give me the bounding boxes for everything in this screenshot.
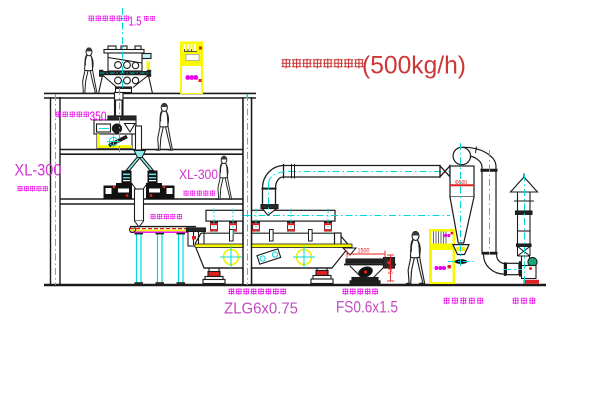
svg-text:350: 350: [90, 110, 107, 124]
svg-text:1500: 1500: [358, 249, 371, 255]
svg-text:FS0.6x1.5: FS0.6x1.5: [336, 299, 398, 317]
svg-text:ZLG6x0.75: ZLG6x0.75: [224, 301, 298, 318]
svg-text:XL-300: XL-300: [15, 161, 62, 180]
svg-text:(500kg/h): (500kg/h): [362, 52, 466, 80]
svg-text:545: 545: [389, 264, 395, 274]
svg-text:XL-300: XL-300: [179, 166, 218, 182]
svg-text:1.5: 1.5: [129, 14, 142, 29]
